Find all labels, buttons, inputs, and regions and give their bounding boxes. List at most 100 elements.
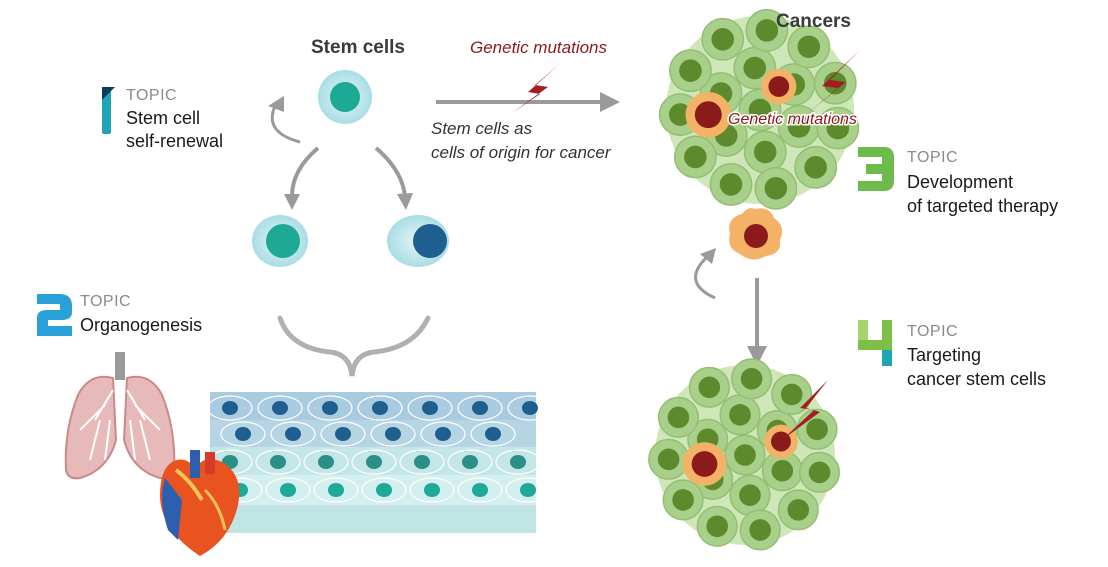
cancer-nucleus — [749, 519, 771, 541]
cancer-nucleus — [729, 404, 751, 426]
tissue-nucleus — [522, 401, 538, 415]
heart-icon — [160, 450, 240, 556]
tissue-nucleus — [366, 455, 382, 469]
tissue-cell — [270, 421, 316, 447]
cancer-nucleus — [808, 461, 831, 484]
stem-cell-top — [318, 70, 372, 124]
tissue-cell — [303, 449, 349, 475]
topic-4-title-line1: Targeting — [907, 345, 981, 365]
topic-3-badge-icon — [858, 147, 894, 191]
tissue-cell — [220, 421, 266, 447]
tissue-nucleus — [376, 483, 392, 497]
tissue-cell — [265, 477, 311, 503]
cancer-nucleus — [711, 28, 735, 51]
tissue-cell — [507, 395, 553, 421]
cancer-nucleus — [657, 448, 680, 471]
origin-arrow-icon — [436, 92, 620, 112]
tissue-nucleus — [372, 401, 388, 415]
topic-2-badge-icon — [37, 294, 72, 336]
origin-caption-line1: Stem cells as — [431, 119, 533, 138]
tissue-nucleus — [270, 455, 286, 469]
tissue-nucleus — [328, 483, 344, 497]
topic-2-title-line1: Organogenesis — [80, 315, 202, 335]
cancer-nucleus — [780, 383, 803, 406]
self-renewal-arrow-icon — [268, 96, 301, 144]
targeting-arrow-icon — [747, 278, 767, 366]
topic-4-title-line2: cancer stem cells — [907, 369, 1046, 389]
tissue-cell — [457, 477, 503, 503]
cancer-nucleus — [698, 376, 721, 399]
topic-3-title-line2: of targeted therapy — [907, 196, 1058, 216]
tissue-cell — [313, 477, 359, 503]
cancer-nucleus — [797, 35, 821, 59]
topic-4-label: TOPIC — [907, 323, 958, 340]
tissue-cell — [361, 477, 407, 503]
tissue-nucleus — [485, 427, 501, 441]
stem-cells-heading: Stem cells — [311, 37, 405, 58]
topic-4-badge-icon — [858, 320, 892, 366]
cancer-nucleus — [740, 367, 763, 390]
cancer-nucleus — [679, 59, 702, 82]
tissue-nucleus — [424, 483, 440, 497]
tissue-nucleus — [222, 401, 238, 415]
cancer-nucleus — [753, 140, 777, 164]
cancer-stem-nucleus — [691, 451, 718, 477]
tissue-nuclei — [207, 395, 553, 503]
topic-1-title-line1: Stem cell — [126, 108, 200, 128]
tissue-nucleus — [280, 483, 296, 497]
cancer-nucleus — [739, 484, 761, 506]
tissue-nucleus — [472, 401, 488, 415]
cancer-nucleus — [826, 116, 850, 140]
mutation-label-top: Genetic mutations — [470, 38, 608, 57]
tissue-nucleus — [235, 427, 251, 441]
cancer-nucleus — [787, 499, 810, 521]
cancer-nucleus — [806, 418, 828, 441]
cancer-nucleus — [668, 103, 692, 126]
tissue-cell — [320, 421, 366, 447]
tissue-nucleus — [272, 401, 288, 415]
tissue-nucleus — [385, 427, 401, 441]
cancer-nucleus — [684, 145, 707, 169]
tissue-cell — [420, 421, 466, 447]
cancer-nucleus — [743, 56, 767, 80]
tissue-cell — [407, 395, 453, 421]
tissue-cell — [399, 449, 445, 475]
tissue-nucleus — [414, 455, 430, 469]
tissue-nucleus — [422, 401, 438, 415]
daughter-cell-blue — [387, 215, 449, 267]
cancer-stem-nucleus — [768, 76, 790, 97]
brace-connector-icon — [277, 315, 431, 377]
tissue-cell — [447, 449, 493, 475]
tissue-nucleus — [322, 401, 338, 415]
differentiation-arrows-icon — [284, 146, 413, 210]
tissue-cell — [351, 449, 397, 475]
tissue-cell — [207, 395, 253, 421]
cancer-stem-cell — [729, 208, 782, 260]
daughter-cell-teal — [252, 215, 308, 267]
topic-3-title-line1: Development — [907, 172, 1013, 192]
topic-1-badge-icon — [102, 87, 115, 134]
topic-2-label: TOPIC — [80, 293, 131, 310]
tissue-nucleus — [510, 455, 526, 469]
cancer-nucleus — [706, 515, 729, 538]
origin-caption-line2: cells of origin for cancer — [431, 143, 612, 162]
tissue-cell — [409, 477, 455, 503]
tissue-cell — [470, 421, 516, 447]
cancer-nucleus — [804, 156, 827, 179]
mutation-label-cluster: Genetic mutations — [728, 111, 857, 128]
tissue-cell — [370, 421, 416, 447]
tissue-nucleus — [435, 427, 451, 441]
tissue-cell — [505, 477, 551, 503]
cancer-cluster-top — [658, 8, 860, 210]
cancer-nucleus — [764, 177, 788, 200]
tissue-nucleus — [462, 455, 478, 469]
tissue-cell — [255, 449, 301, 475]
topic-1-title-line2: self-renewal — [126, 131, 223, 151]
cancer-cluster-bottom — [648, 358, 841, 551]
cancer-nucleus — [748, 98, 772, 122]
cancer-self-renewal-arrow-icon — [694, 248, 716, 300]
cancer-nucleus — [719, 173, 743, 196]
tissue-cell — [257, 395, 303, 421]
cancers-heading: Cancers — [776, 11, 851, 32]
